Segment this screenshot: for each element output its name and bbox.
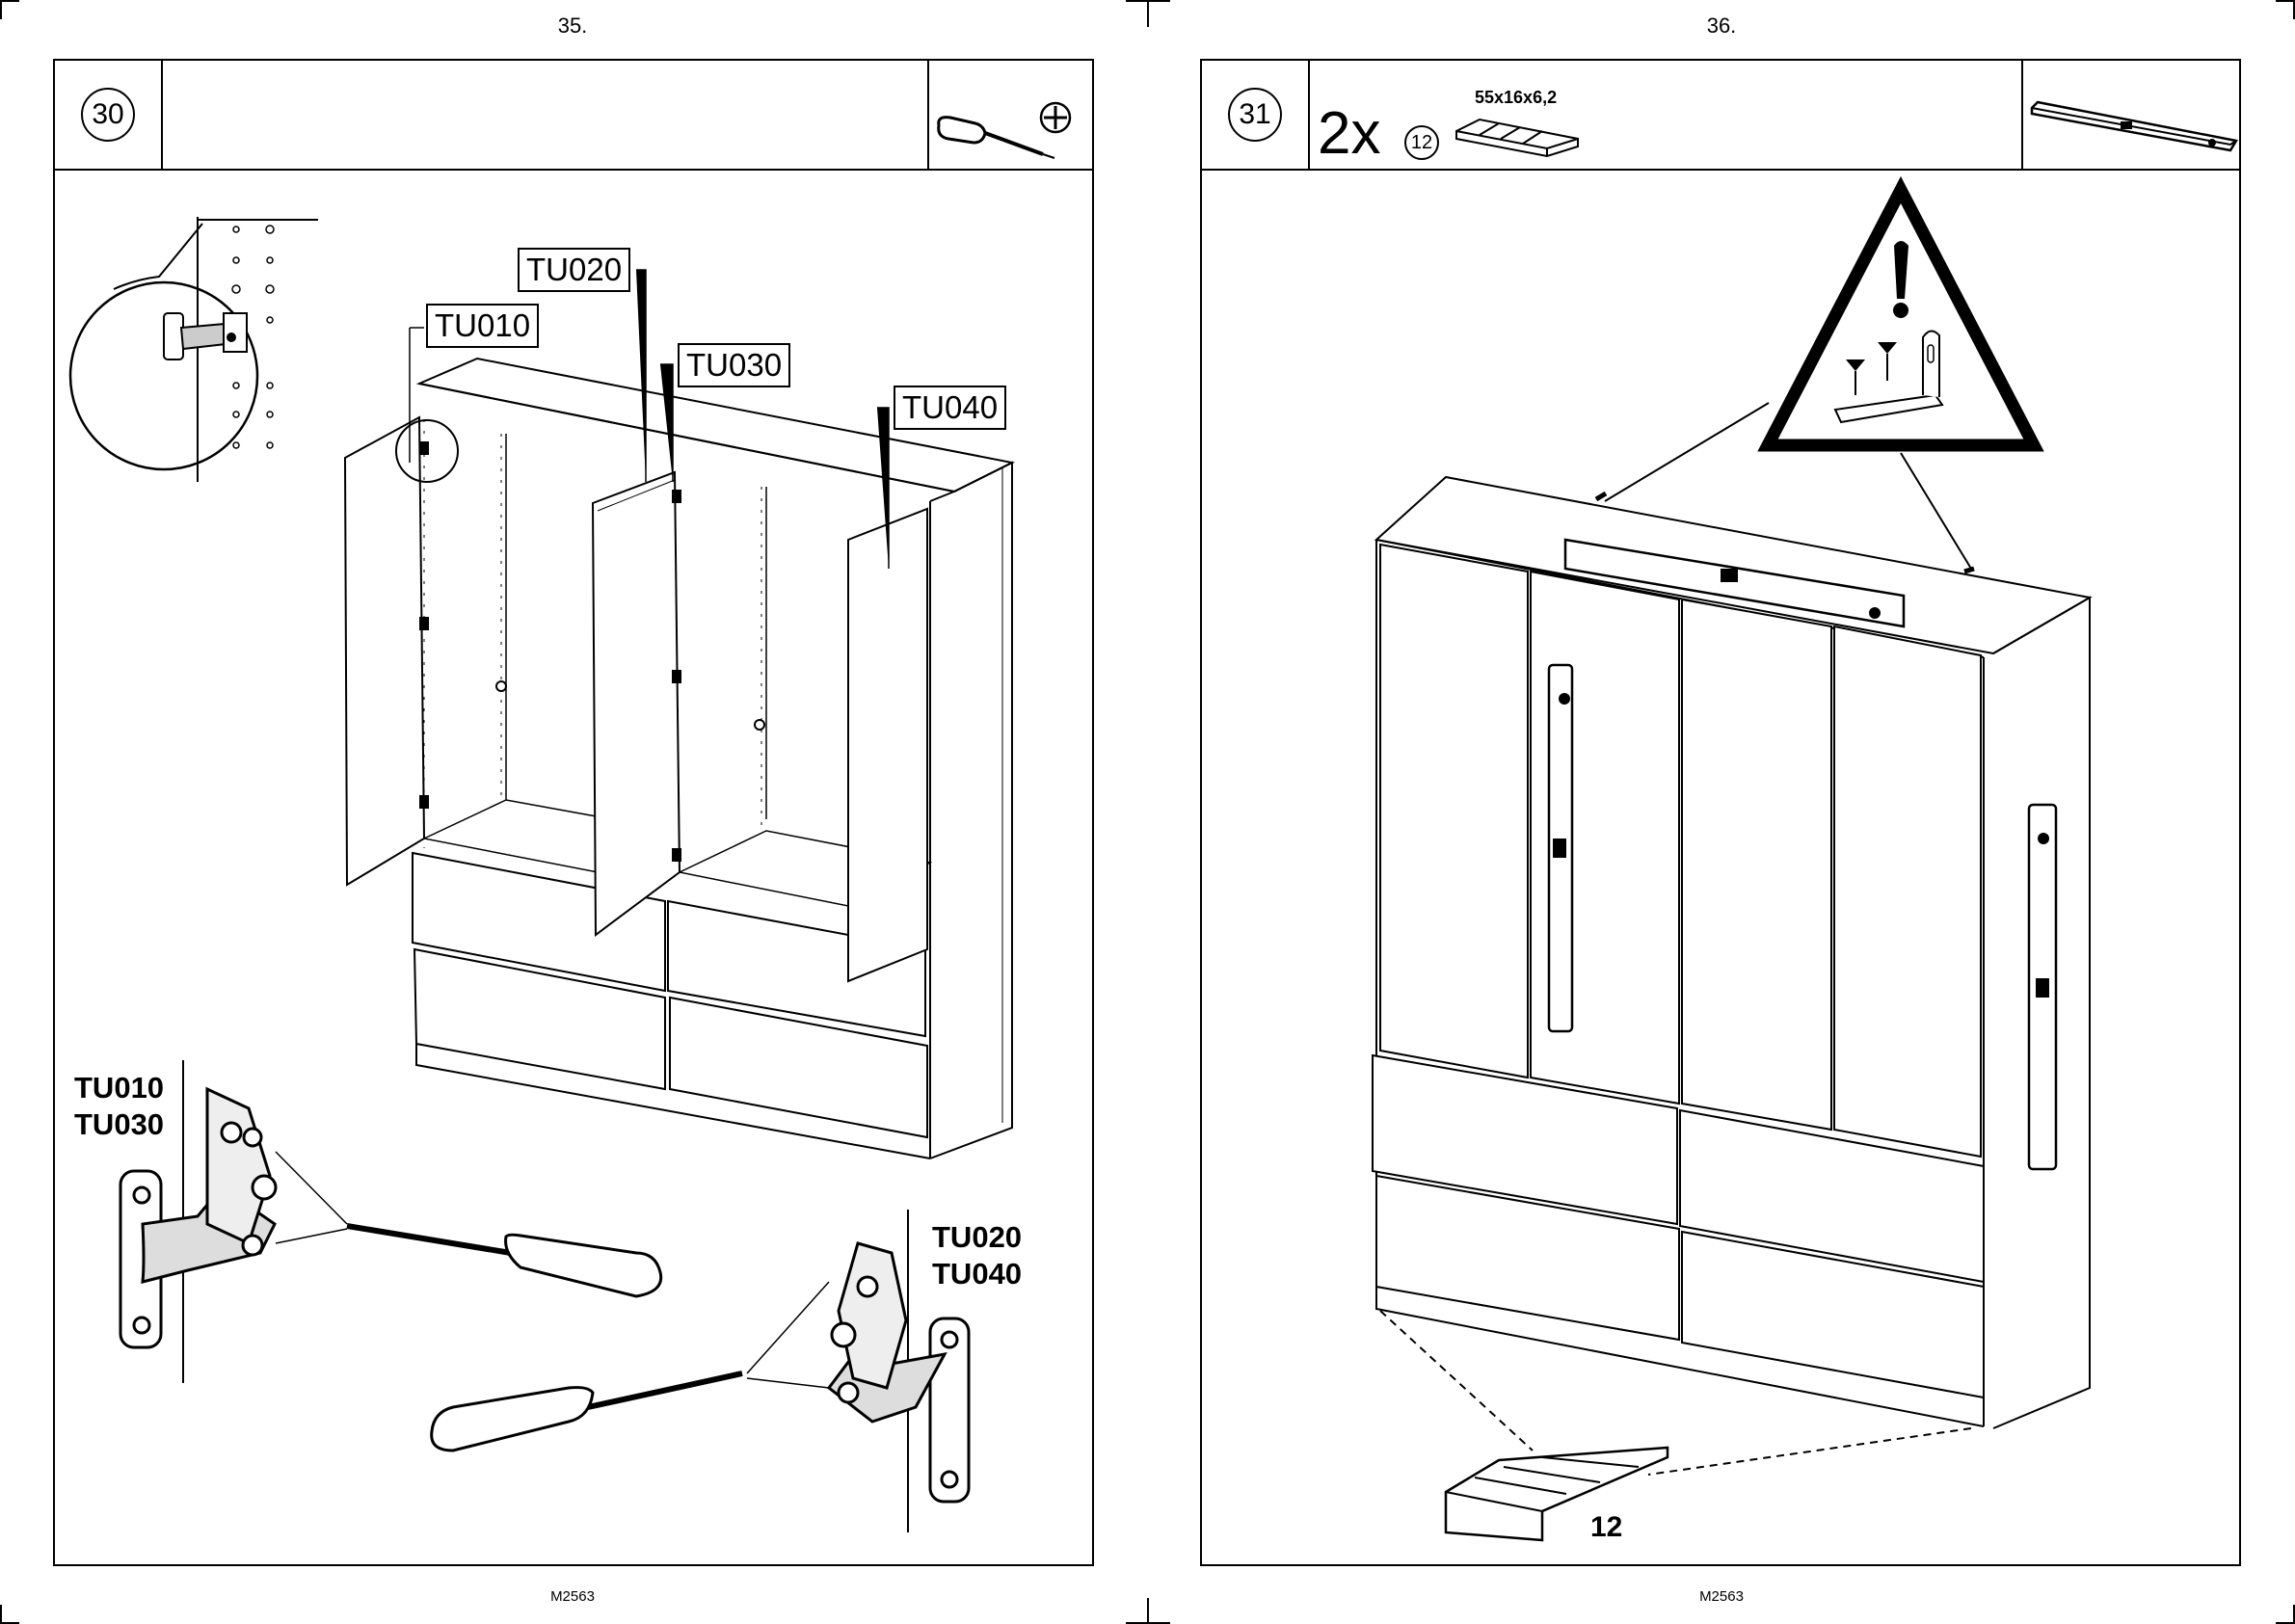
shim-callout-number: 12	[1590, 1511, 1622, 1544]
footer-code-right: M2563	[1625, 1588, 1818, 1605]
